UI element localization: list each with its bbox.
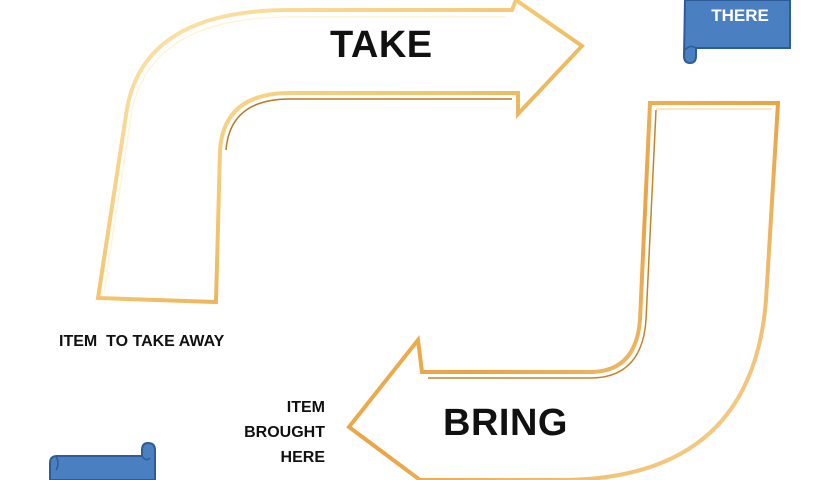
item-brought-here-line: BROUGHT <box>244 424 325 441</box>
item-to-take-away-label: ITEM TO TAKE AWAY <box>59 333 225 350</box>
scroll-banner-icon <box>682 0 791 65</box>
bring-arrow <box>346 101 781 480</box>
scroll-banner-icon <box>49 441 156 480</box>
item-brought-here-line: HERE <box>280 449 325 466</box>
take-label: TAKE <box>330 24 433 66</box>
there-label: THERE <box>711 6 769 25</box>
item-brought-here-label: ITEM BROUGHT HERE <box>225 395 325 470</box>
bring-label: BRING <box>443 402 568 444</box>
item-brought-here-line: ITEM <box>286 399 325 416</box>
take-arrow <box>95 0 586 305</box>
